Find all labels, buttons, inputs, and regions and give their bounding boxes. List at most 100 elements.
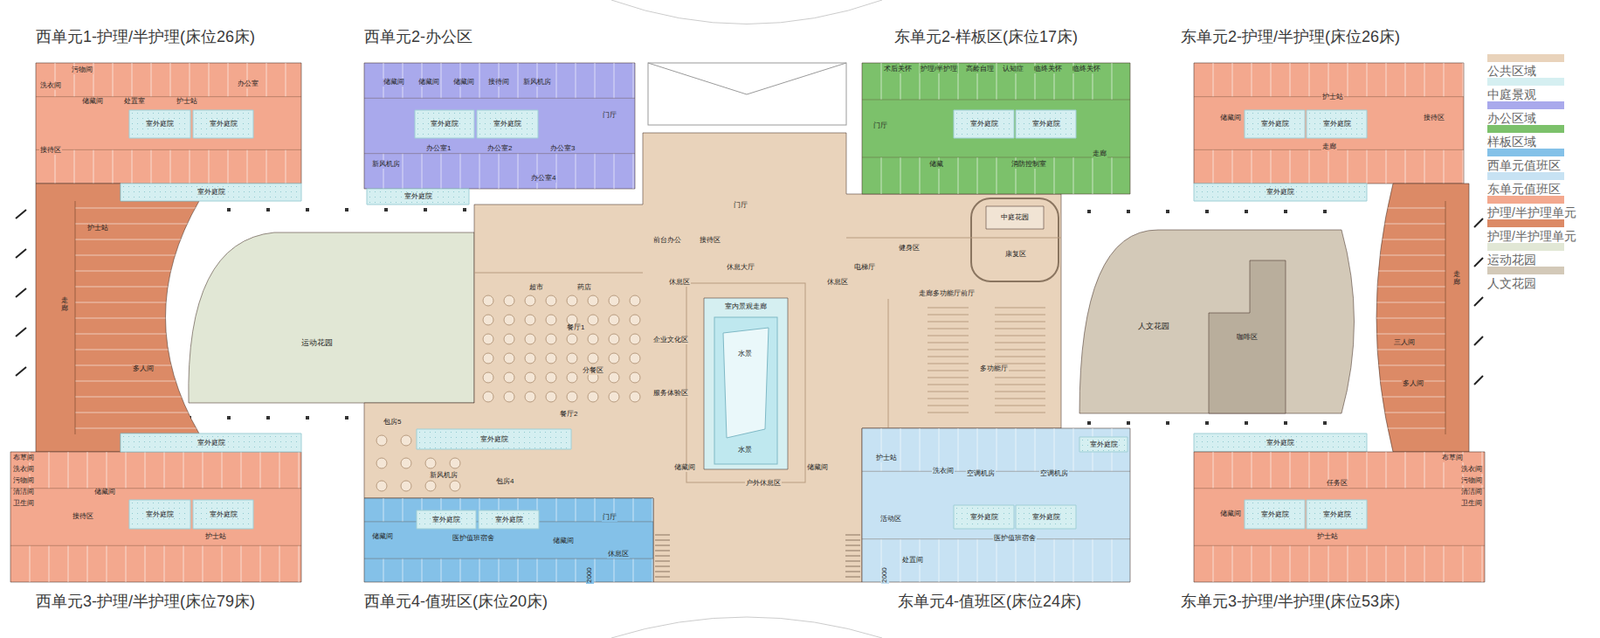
paving-dot — [1196, 446, 1198, 448]
paving-dot — [450, 441, 452, 443]
paving-dot — [227, 186, 229, 187]
paving-dot — [237, 507, 239, 509]
paving-dot — [1003, 133, 1005, 135]
room-label: 门厅 — [601, 111, 618, 120]
room-lines — [131, 502, 186, 525]
paving-dot — [544, 447, 546, 449]
paving-dot — [1108, 449, 1110, 451]
paving-dot — [1049, 117, 1051, 119]
room-label: 储藏间 — [382, 78, 406, 87]
paving-dot — [227, 517, 228, 519]
room-label: 室外庭院 — [1260, 120, 1290, 129]
paving-dot — [555, 436, 557, 438]
column — [1205, 420, 1209, 425]
paving-dot — [489, 128, 491, 130]
paving-dot — [152, 502, 154, 504]
courtyard: 室外庭院 — [1015, 110, 1076, 138]
paving-dot — [232, 517, 234, 519]
paving-dot — [1361, 117, 1363, 119]
courtyard: 室外庭院 — [416, 510, 476, 529]
courtyard: 室外庭院 — [129, 110, 191, 138]
paving-dot — [1332, 446, 1334, 448]
paving-dot — [1351, 128, 1352, 130]
paving-dot — [201, 435, 203, 437]
paving-dot — [507, 512, 509, 514]
paving-dot — [216, 117, 218, 119]
wall-line — [958, 157, 959, 194]
paving-dot — [1222, 446, 1224, 448]
paving-dot — [961, 117, 963, 119]
dining-table — [587, 314, 599, 325]
room-label: 储藏 — [928, 160, 945, 169]
wall-line — [633, 153, 635, 189]
wall-line — [633, 62, 635, 98]
room-label: 走廊多功能厅前厅 — [917, 289, 976, 298]
paving-dot — [445, 512, 447, 514]
wall-line — [556, 558, 558, 582]
node-outline — [862, 62, 1131, 194]
paving-dot — [1324, 128, 1326, 130]
atrium-corridor — [686, 282, 806, 483]
paving-dot — [212, 196, 214, 198]
paving-dot — [1233, 446, 1235, 448]
column — [305, 207, 310, 212]
paving-dot — [1337, 435, 1339, 437]
paving-dot — [1259, 186, 1261, 187]
paving-dot — [206, 435, 208, 437]
paving-dot — [1248, 196, 1250, 198]
paving-dot — [526, 117, 528, 119]
wall-line — [881, 427, 883, 471]
rehab-track — [971, 198, 1059, 282]
dining-table — [629, 372, 641, 383]
paving-dot — [1003, 117, 1005, 119]
paving-dot — [1317, 446, 1318, 448]
room-lines — [1309, 112, 1363, 135]
paving-dot — [427, 128, 429, 130]
paving-dot — [1018, 133, 1020, 135]
paving-dot — [131, 123, 133, 125]
room-label: 健身区 — [897, 244, 921, 253]
dining-table — [545, 372, 557, 383]
paving-dot — [206, 502, 207, 504]
column — [344, 207, 349, 212]
paving-dot — [212, 435, 214, 437]
paving-dot — [1358, 441, 1360, 442]
paving-dot — [170, 196, 172, 198]
wall-line — [221, 451, 223, 489]
room-lines — [75, 200, 200, 435]
paving-dot — [539, 436, 541, 438]
wall-line — [927, 412, 969, 414]
paving-dot — [131, 117, 133, 119]
paving-dot — [227, 502, 228, 504]
wall-line — [613, 153, 615, 189]
paving-dot — [427, 123, 429, 125]
paving-dot — [237, 517, 239, 519]
paving-dot — [195, 133, 197, 135]
paving-dot — [434, 512, 436, 514]
dining-table — [376, 434, 387, 446]
room-label: 室外庭院 — [479, 434, 510, 443]
courtyard: 室外庭院 — [478, 510, 539, 529]
paving-dot — [173, 507, 175, 509]
wall-line — [170, 62, 172, 97]
dining-table — [524, 372, 536, 383]
stair-mark — [15, 327, 27, 337]
paving-dot — [1358, 191, 1360, 193]
dining-table — [545, 391, 557, 402]
paving-dot — [1262, 112, 1264, 114]
paving-dot — [1018, 117, 1020, 119]
room-label: 前台办公 — [652, 236, 683, 245]
paving-dot — [1364, 441, 1366, 442]
paving-dot — [1343, 441, 1345, 442]
wall-line — [1405, 62, 1407, 97]
paving-dot — [1283, 133, 1285, 135]
paving-dot — [212, 186, 214, 187]
paving-dot — [227, 507, 228, 509]
room-label: 水景 — [737, 446, 753, 455]
paving-dot — [237, 128, 239, 130]
paving-dot — [486, 512, 488, 514]
paving-dot — [1196, 196, 1198, 198]
room-label: 休息区 — [606, 550, 630, 559]
paving-dot — [147, 523, 149, 525]
paving-dot — [445, 441, 447, 443]
